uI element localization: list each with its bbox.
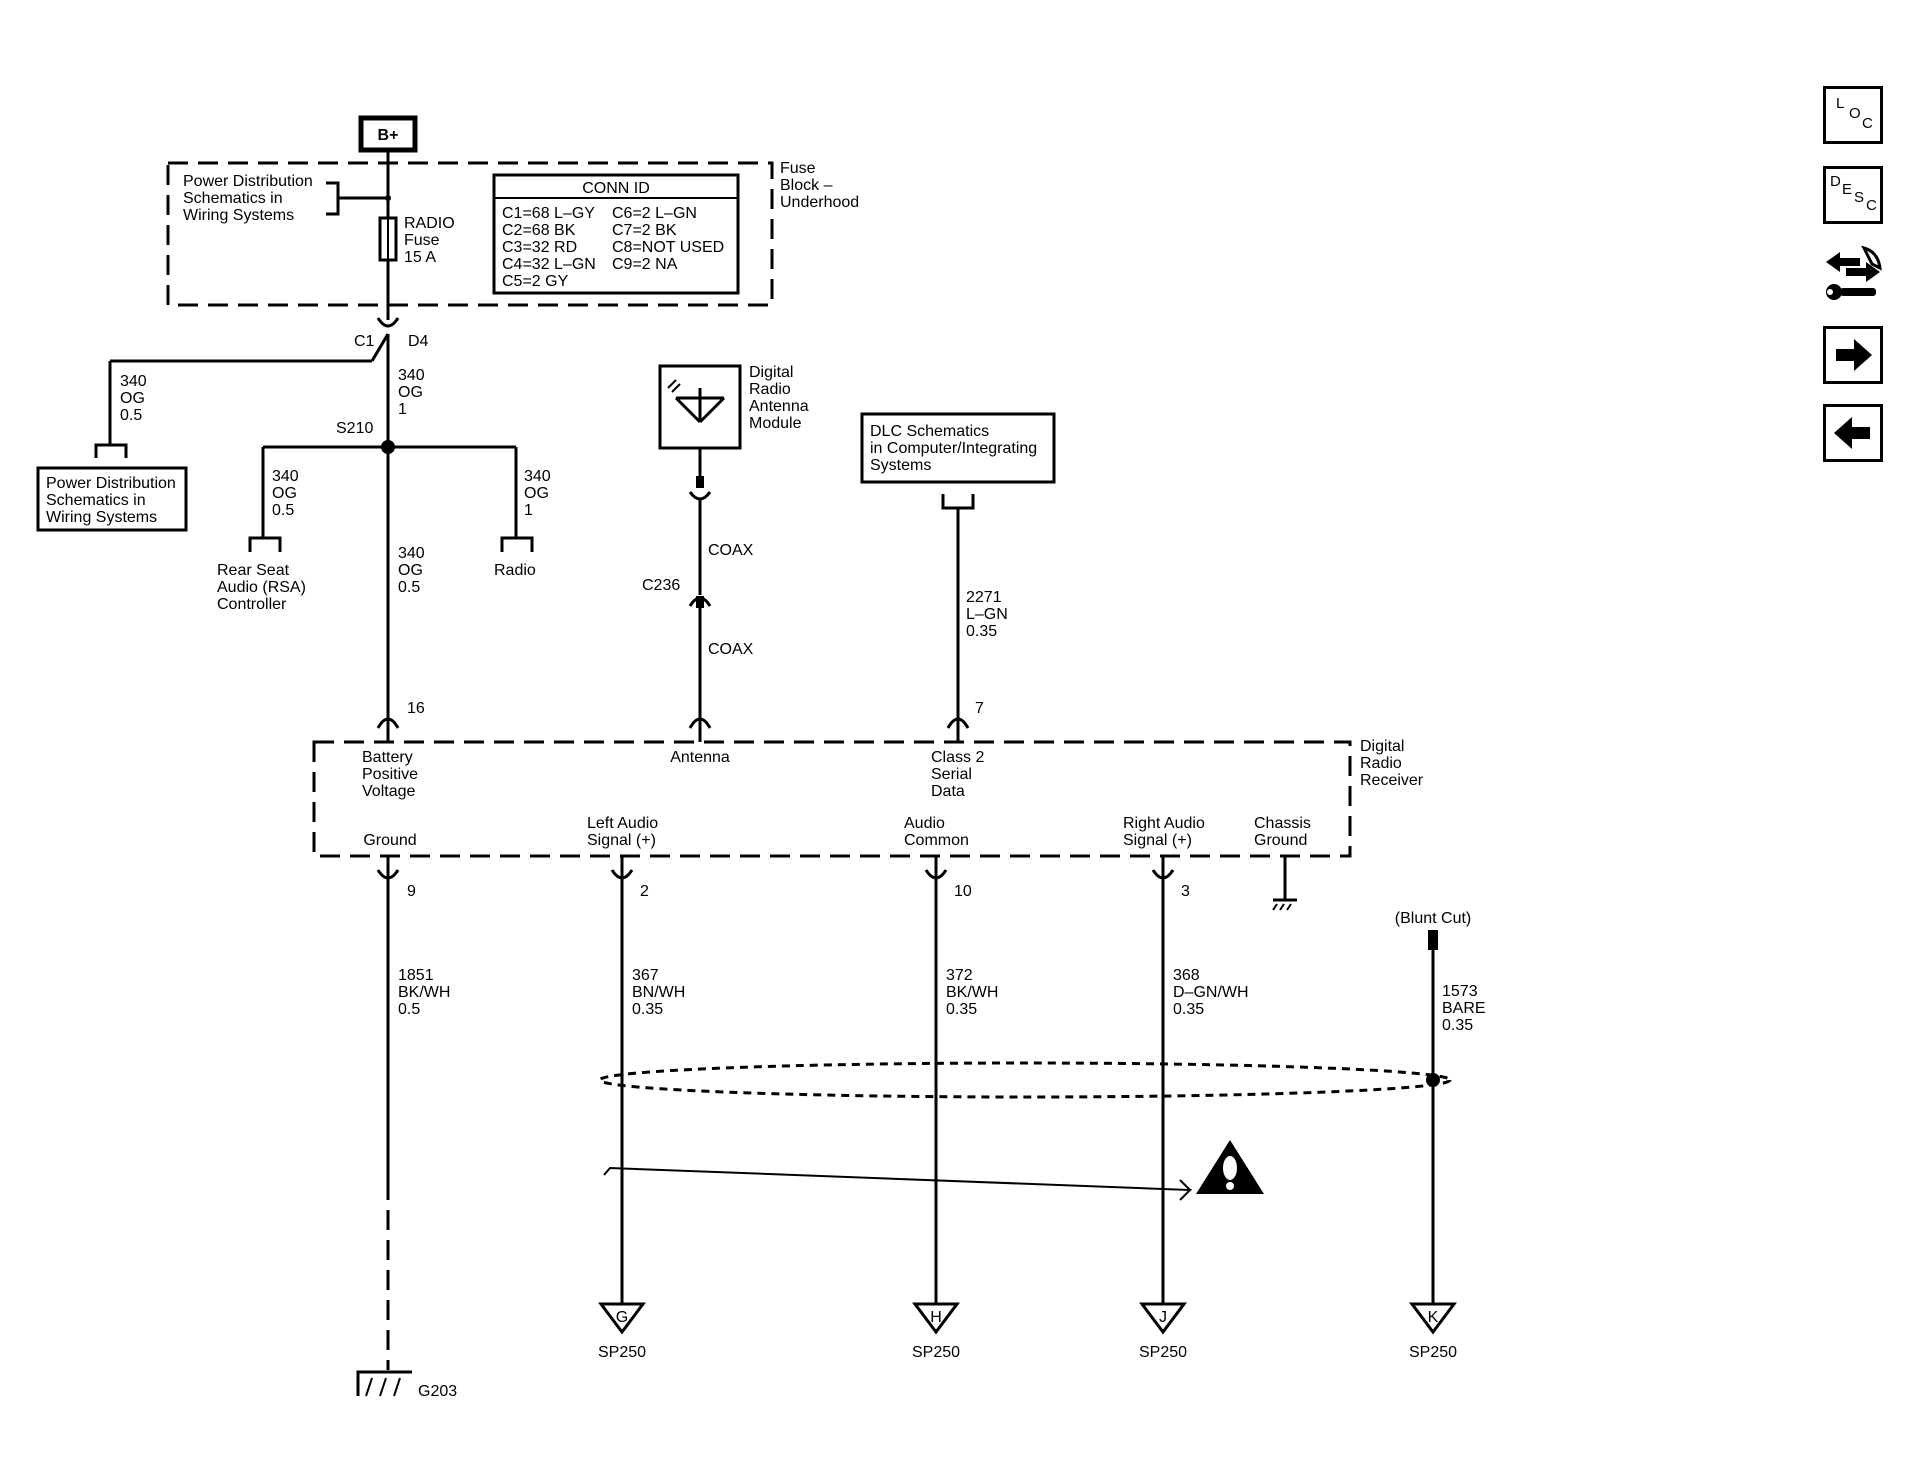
loc-icon: L O C: [1836, 95, 1873, 132]
antenna-pin-label: Antenna: [670, 749, 730, 766]
sp250-h[interactable]: H: [912, 1302, 960, 1335]
wire-ground: 1851 BK/WH 0.5: [398, 967, 455, 1018]
loc-button[interactable]: L O C: [1823, 86, 1883, 144]
sp250-j[interactable]: J: [1139, 1302, 1187, 1335]
svg-text:K: K: [1428, 1309, 1439, 1326]
conn-id-title: CONN ID: [582, 180, 650, 197]
wire-branch-left: 340 OG 0.5: [120, 373, 151, 424]
back-button[interactable]: [1823, 404, 1883, 462]
wrench-arrows-icon: [1826, 245, 1882, 300]
conn-id-table: [492, 173, 740, 295]
wire-rsa: 340 OG 0.5: [272, 468, 303, 519]
wrench-arrows-button[interactable]: [1820, 242, 1886, 308]
class2-label: Class 2 Serial Data: [931, 749, 989, 800]
connector-d4: D4: [408, 333, 429, 350]
wire-main-top: 340 OG 1: [398, 367, 429, 418]
wire-radio: 340 OG 1: [524, 468, 555, 519]
pd-ref-left-box[interactable]: [36, 466, 188, 532]
coax-top: COAX: [708, 542, 754, 559]
coax-bottom: COAX: [708, 641, 754, 658]
battery-voltage-label: Battery Positive Voltage: [362, 749, 422, 800]
antenna-module-box: [658, 364, 742, 450]
pd-ref-left[interactable]: Power Distribution Schematics in Wiring …: [46, 475, 180, 526]
audio-common-label: Audio Common: [904, 815, 969, 849]
pin-7: 7: [975, 700, 984, 717]
connector-c1: C1: [354, 333, 375, 350]
conn-id-left: C1=68 L–GY C2=68 BK C3=32 RD C4=32 L–GN …: [502, 205, 600, 290]
sp250-k[interactable]: K: [1409, 1302, 1457, 1335]
bplus-label: B+: [378, 127, 399, 144]
chassis-ground-label: Chassis Ground: [1254, 815, 1315, 849]
sp250-h-label: SP250: [912, 1344, 960, 1361]
dlc-ref-box[interactable]: [860, 412, 1056, 484]
radio-fuse-label: RADIO Fuse 15 A: [404, 215, 459, 266]
arrow-right-icon: [1836, 339, 1872, 371]
svg-text:H: H: [930, 1309, 942, 1326]
ground-pin-label: Ground: [363, 832, 416, 849]
wire-audio-common: 372 BK/WH 0.35: [946, 967, 1003, 1018]
blunt-cut-label: (Blunt Cut): [1395, 910, 1471, 927]
desc-icon: D E S C: [1830, 173, 1877, 214]
pin-16: 16: [407, 700, 425, 717]
right-audio-label: Right Audio Signal (+): [1123, 815, 1209, 849]
chassis-ground-symbol: [1272, 856, 1297, 911]
pin-10: 10: [954, 883, 972, 900]
sp250-j-label: SP250: [1139, 1344, 1187, 1361]
antenna-module-label: Digital Radio Antenna Module: [749, 364, 813, 432]
sp250-g[interactable]: G: [598, 1302, 646, 1335]
wire-dlc: 2271 L–GN 0.35: [966, 589, 1012, 640]
pin-9: 9: [407, 883, 416, 900]
svg-text:J: J: [1159, 1309, 1167, 1326]
fuse-block-label: Fuse Block – Underhood: [780, 160, 859, 211]
dlc-ref[interactable]: DLC Schematics in Computer/Integrating S…: [870, 423, 1042, 474]
arrow-left-icon: [1834, 417, 1870, 449]
ground-g203-symbol: [356, 1370, 412, 1397]
left-audio-label: Left Audio Signal (+): [587, 815, 663, 849]
sp250-g-label: SP250: [598, 1344, 646, 1361]
fuse-block-outline: [166, 161, 774, 307]
pin-2: 2: [640, 883, 649, 900]
conn-id-right: C6=2 L–GN C7=2 BK C8=NOT USED C9=2 NA: [612, 205, 729, 273]
pd-ref-top[interactable]: Power Distribution Schematics in Wiring …: [183, 173, 317, 224]
sp250-k-label: SP250: [1409, 1344, 1457, 1361]
receiver-label: Digital Radio Receiver: [1360, 738, 1424, 789]
wire-main-bottom: 340 OG 0.5: [398, 545, 429, 596]
receiver-outline: [312, 740, 1352, 858]
splice-s210-label: S210: [336, 420, 373, 437]
desc-button[interactable]: D E S C: [1823, 166, 1883, 224]
shield-ellipse: [598, 1061, 1452, 1099]
ground-g203-label: G203: [418, 1383, 457, 1400]
radio-label: Radio: [494, 562, 536, 579]
antenna-icon: [667, 379, 726, 424]
rsa-controller-label: Rear Seat Audio (RSA) Controller: [217, 562, 310, 613]
connector-c236: C236: [642, 577, 680, 594]
caution-icon[interactable]: [1196, 1140, 1264, 1194]
wire-drain: 1573 BARE 0.35: [1442, 983, 1490, 1034]
next-button[interactable]: [1823, 326, 1883, 384]
pin-3: 3: [1181, 883, 1190, 900]
wire-left-audio: 367 BN/WH 0.35: [632, 967, 690, 1018]
svg-text:G: G: [616, 1309, 628, 1326]
wire-right-audio: 368 D–GN/WH 0.35: [1173, 967, 1253, 1018]
